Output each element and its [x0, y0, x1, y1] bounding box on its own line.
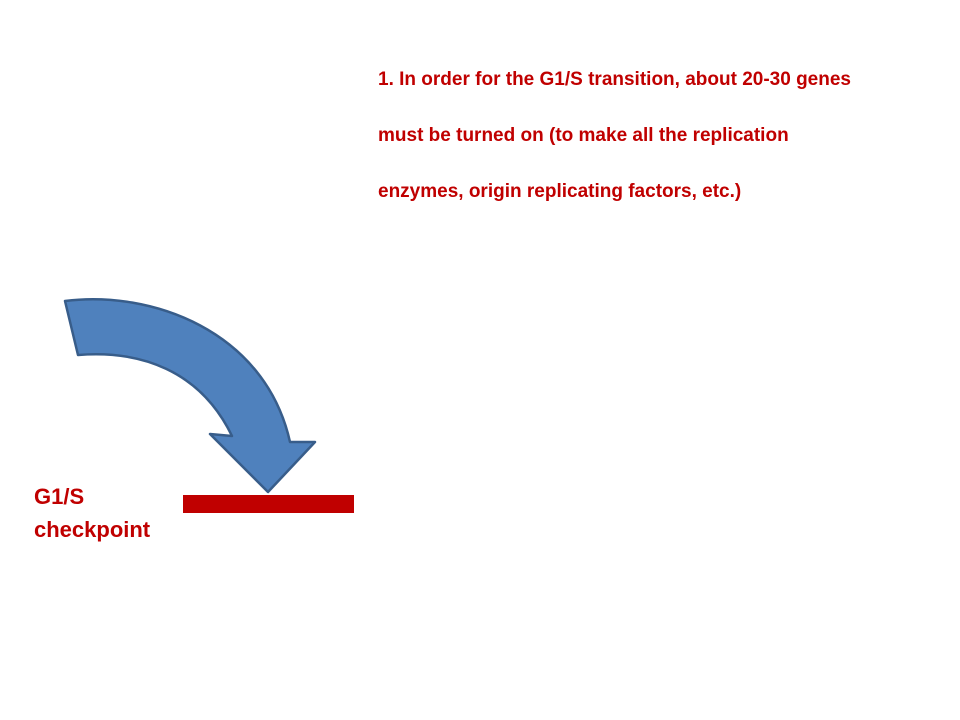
- note-line-3: enzymes, origin replicating factors, etc…: [378, 181, 742, 202]
- note-line-1: 1. In order for the G1/S transition, abo…: [378, 69, 851, 90]
- checkpoint-label-line-1: G1/S: [34, 484, 85, 509]
- note-line-2: must be turned on (to make all the repli…: [378, 125, 789, 146]
- checkpoint-label: G1/S checkpoint: [34, 480, 194, 546]
- curved-arrow: [63, 298, 317, 494]
- checkpoint-bar: [183, 495, 354, 513]
- transition-note: 1. In order for the G1/S transition, abo…: [378, 38, 938, 234]
- checkpoint-label-line-2: checkpoint: [34, 517, 151, 542]
